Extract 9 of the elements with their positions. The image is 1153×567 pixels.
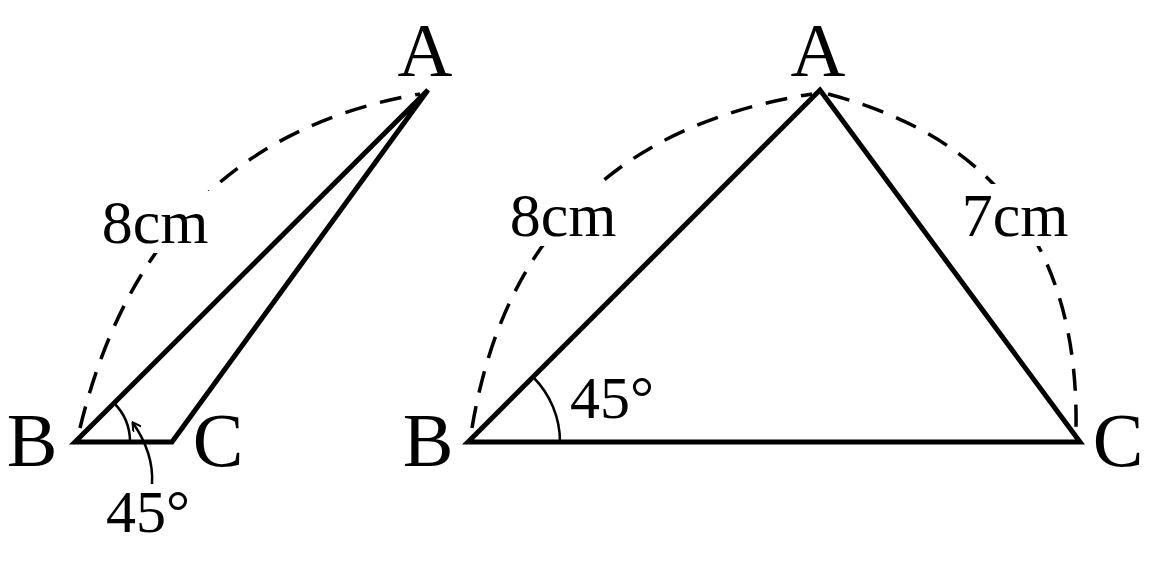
figure-label: C — [192, 402, 244, 478]
angle-arc — [113, 402, 132, 443]
leader-line — [131, 421, 154, 485]
figure-label: A — [397, 12, 453, 88]
figure-label: B — [402, 402, 454, 478]
figure-label: A — [790, 12, 846, 88]
figure-label: B — [6, 402, 58, 478]
figure-label: C — [1092, 402, 1144, 478]
angle-label: 45° — [106, 482, 190, 542]
